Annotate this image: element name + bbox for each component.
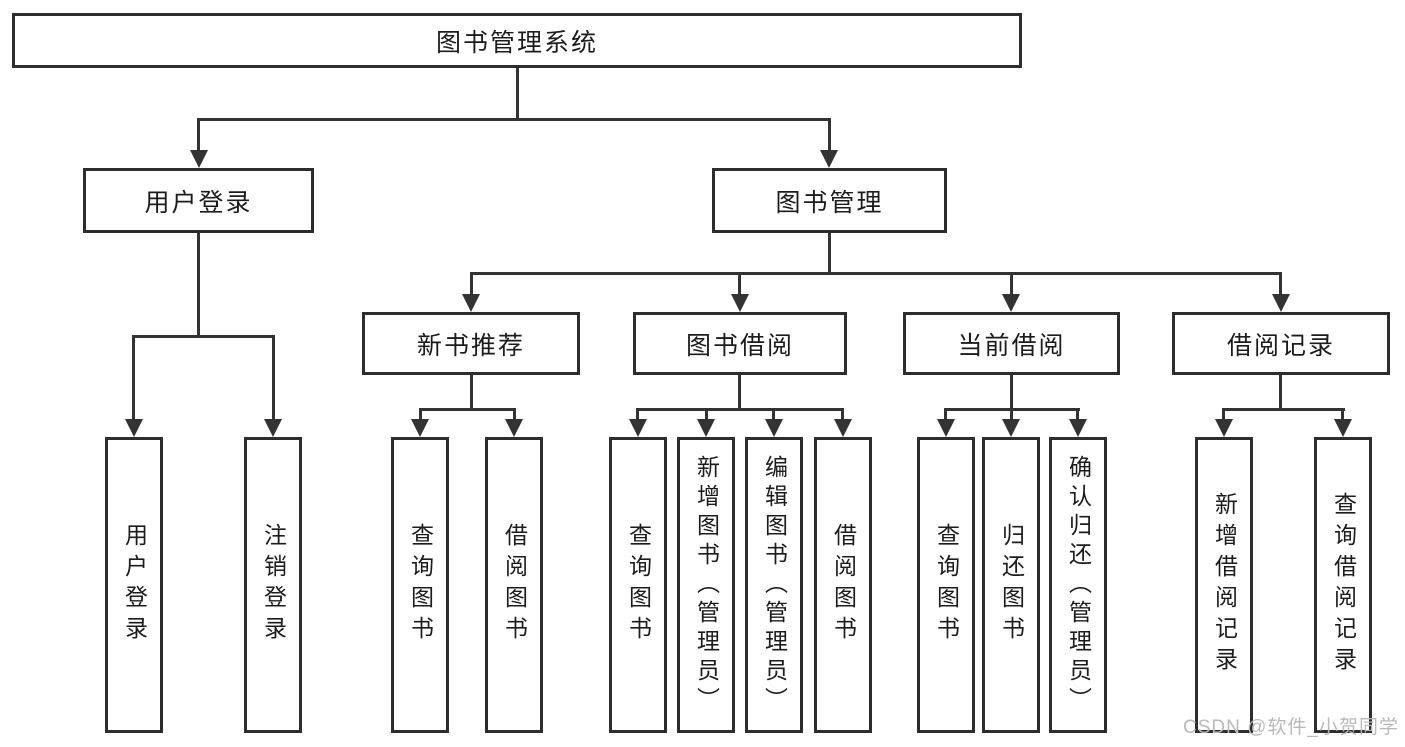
node-current-borrow-label: 当前借阅 xyxy=(957,331,1066,360)
connector-line xyxy=(1010,272,1013,296)
node-book-borrow: 图书借阅 xyxy=(633,312,847,375)
node-new-book-recommend-label: 新书推荐 xyxy=(416,331,525,360)
connector-line xyxy=(1076,408,1079,421)
node-borrow-records: 借阅记录 xyxy=(1172,312,1390,375)
connector-line xyxy=(705,408,708,421)
arrowhead-icon xyxy=(820,150,838,168)
leaf-query-books-current: 查询图书 xyxy=(917,437,975,733)
connector-line xyxy=(1279,375,1282,408)
connector-line xyxy=(419,408,422,421)
connector-line xyxy=(636,408,844,411)
connector-line xyxy=(1010,375,1013,408)
leaf-add-borrow-record-label: 新增借阅记录 xyxy=(1211,492,1238,678)
connector-line xyxy=(772,408,775,421)
connector-line xyxy=(828,118,831,152)
leaf-query-books-recommend: 查询图书 xyxy=(391,437,449,733)
leaf-query-borrow-record: 查询借阅记录 xyxy=(1314,437,1372,733)
connector-line xyxy=(197,118,831,121)
leaf-logout: 注销登录 xyxy=(244,437,302,733)
connector-line xyxy=(272,335,275,421)
connector-line xyxy=(470,272,1282,275)
leaf-query-books-borrow: 查询图书 xyxy=(609,437,667,733)
arrowhead-icon xyxy=(731,294,749,312)
leaf-query-books-current-label: 查询图书 xyxy=(933,523,960,647)
connector-line xyxy=(197,118,200,152)
leaf-query-borrow-record-label: 查询借阅记录 xyxy=(1330,492,1357,678)
arrowhead-icon xyxy=(1334,419,1352,437)
node-root-label: 图书管理系统 xyxy=(435,28,598,57)
leaf-borrow-books-borrow-label: 借阅图书 xyxy=(830,523,857,647)
arrowhead-icon xyxy=(834,419,852,437)
connector-line xyxy=(470,375,473,408)
arrowhead-icon xyxy=(1069,419,1087,437)
leaf-user-login-label: 用户登录 xyxy=(121,523,148,647)
connector-line xyxy=(132,335,135,421)
leaf-borrow-books-recommend: 借阅图书 xyxy=(485,437,543,733)
connector-line xyxy=(1222,408,1345,411)
arrowhead-icon xyxy=(629,419,647,437)
arrowhead-icon xyxy=(765,419,783,437)
connector-line xyxy=(132,335,274,338)
arrowhead-icon xyxy=(697,419,715,437)
arrowhead-icon xyxy=(1272,294,1290,312)
arrowhead-icon xyxy=(264,419,282,437)
node-book-management-label: 图书管理 xyxy=(775,188,884,217)
arrowhead-icon xyxy=(190,150,208,168)
leaf-borrow-books-recommend-label: 借阅图书 xyxy=(501,523,528,647)
leaf-edit-books-admin-label: 编辑图书（管理员） xyxy=(761,454,788,716)
node-current-borrow: 当前借阅 xyxy=(903,312,1120,375)
leaf-add-books-admin-label: 新增图书（管理员） xyxy=(693,454,720,716)
connector-line xyxy=(1341,408,1344,421)
connector-line xyxy=(738,375,741,408)
connector-line xyxy=(419,408,516,411)
connector-line xyxy=(738,272,741,296)
connector-line xyxy=(470,272,473,296)
leaf-confirm-return-admin-label: 确认归还（管理员） xyxy=(1065,454,1092,716)
connector-line xyxy=(636,408,639,421)
node-book-borrow-label: 图书借阅 xyxy=(685,331,794,360)
arrowhead-icon xyxy=(1002,419,1020,437)
node-user-login: 用户登录 xyxy=(83,168,314,233)
connector-line xyxy=(1279,272,1282,296)
connector-line xyxy=(197,233,200,335)
leaf-return-books-label: 归还图书 xyxy=(998,523,1025,647)
leaf-add-books-admin: 新增图书（管理员） xyxy=(677,437,735,733)
leaf-query-books-recommend-label: 查询图书 xyxy=(407,523,434,647)
leaf-logout-label: 注销登录 xyxy=(260,523,287,647)
connector-line xyxy=(513,408,516,421)
connector-line xyxy=(516,68,519,118)
node-new-book-recommend: 新书推荐 xyxy=(362,312,580,375)
arrowhead-icon xyxy=(1002,294,1020,312)
connector-line xyxy=(1010,408,1013,421)
arrowhead-icon xyxy=(505,419,523,437)
leaf-return-books: 归还图书 xyxy=(982,437,1040,733)
leaf-edit-books-admin: 编辑图书（管理员） xyxy=(745,437,803,733)
arrowhead-icon xyxy=(411,419,429,437)
arrowhead-icon xyxy=(125,419,143,437)
connector-line xyxy=(944,408,947,421)
csdn-watermark: CSDN @软件_小贺同学 xyxy=(1183,717,1399,738)
node-book-management: 图书管理 xyxy=(712,168,947,233)
leaf-query-books-borrow-label: 查询图书 xyxy=(625,523,652,647)
arrowhead-icon xyxy=(462,294,480,312)
node-user-login-label: 用户登录 xyxy=(144,188,253,217)
leaf-add-borrow-record: 新增借阅记录 xyxy=(1195,437,1253,733)
node-root: 图书管理系统 xyxy=(12,13,1022,68)
leaf-borrow-books-borrow: 借阅图书 xyxy=(814,437,872,733)
leaf-confirm-return-admin: 确认归还（管理员） xyxy=(1049,437,1107,733)
connector-line xyxy=(1222,408,1225,421)
connector-line xyxy=(828,233,831,272)
arrowhead-icon xyxy=(937,419,955,437)
arrowhead-icon xyxy=(1215,419,1233,437)
leaf-user-login: 用户登录 xyxy=(105,437,163,733)
node-borrow-records-label: 借阅记录 xyxy=(1226,331,1335,360)
connector-line xyxy=(841,408,844,421)
